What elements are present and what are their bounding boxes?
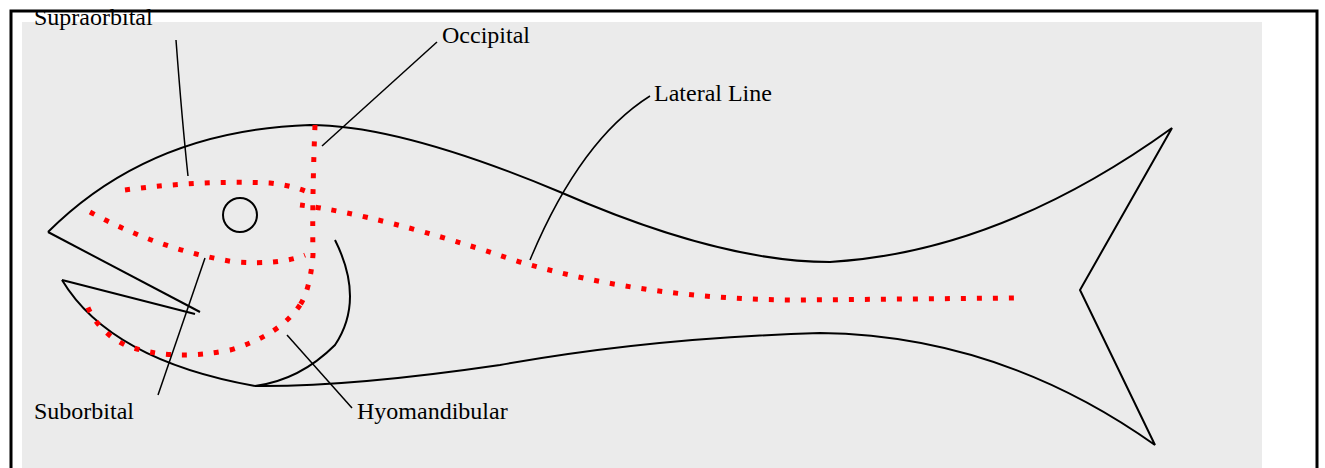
ground — [22, 22, 1262, 468]
leader-lines — [158, 40, 650, 408]
fish-outline — [48, 125, 1172, 445]
part-label: Hyomandibular — [355, 398, 510, 426]
frame — [11, 11, 1317, 468]
canal-dots — [85, 125, 1015, 355]
part-label: Suborbital — [32, 398, 136, 426]
part-label: Supraorbital — [32, 4, 155, 32]
part-label: Lateral Line — [652, 80, 774, 108]
part-label: Occipital — [440, 22, 532, 50]
